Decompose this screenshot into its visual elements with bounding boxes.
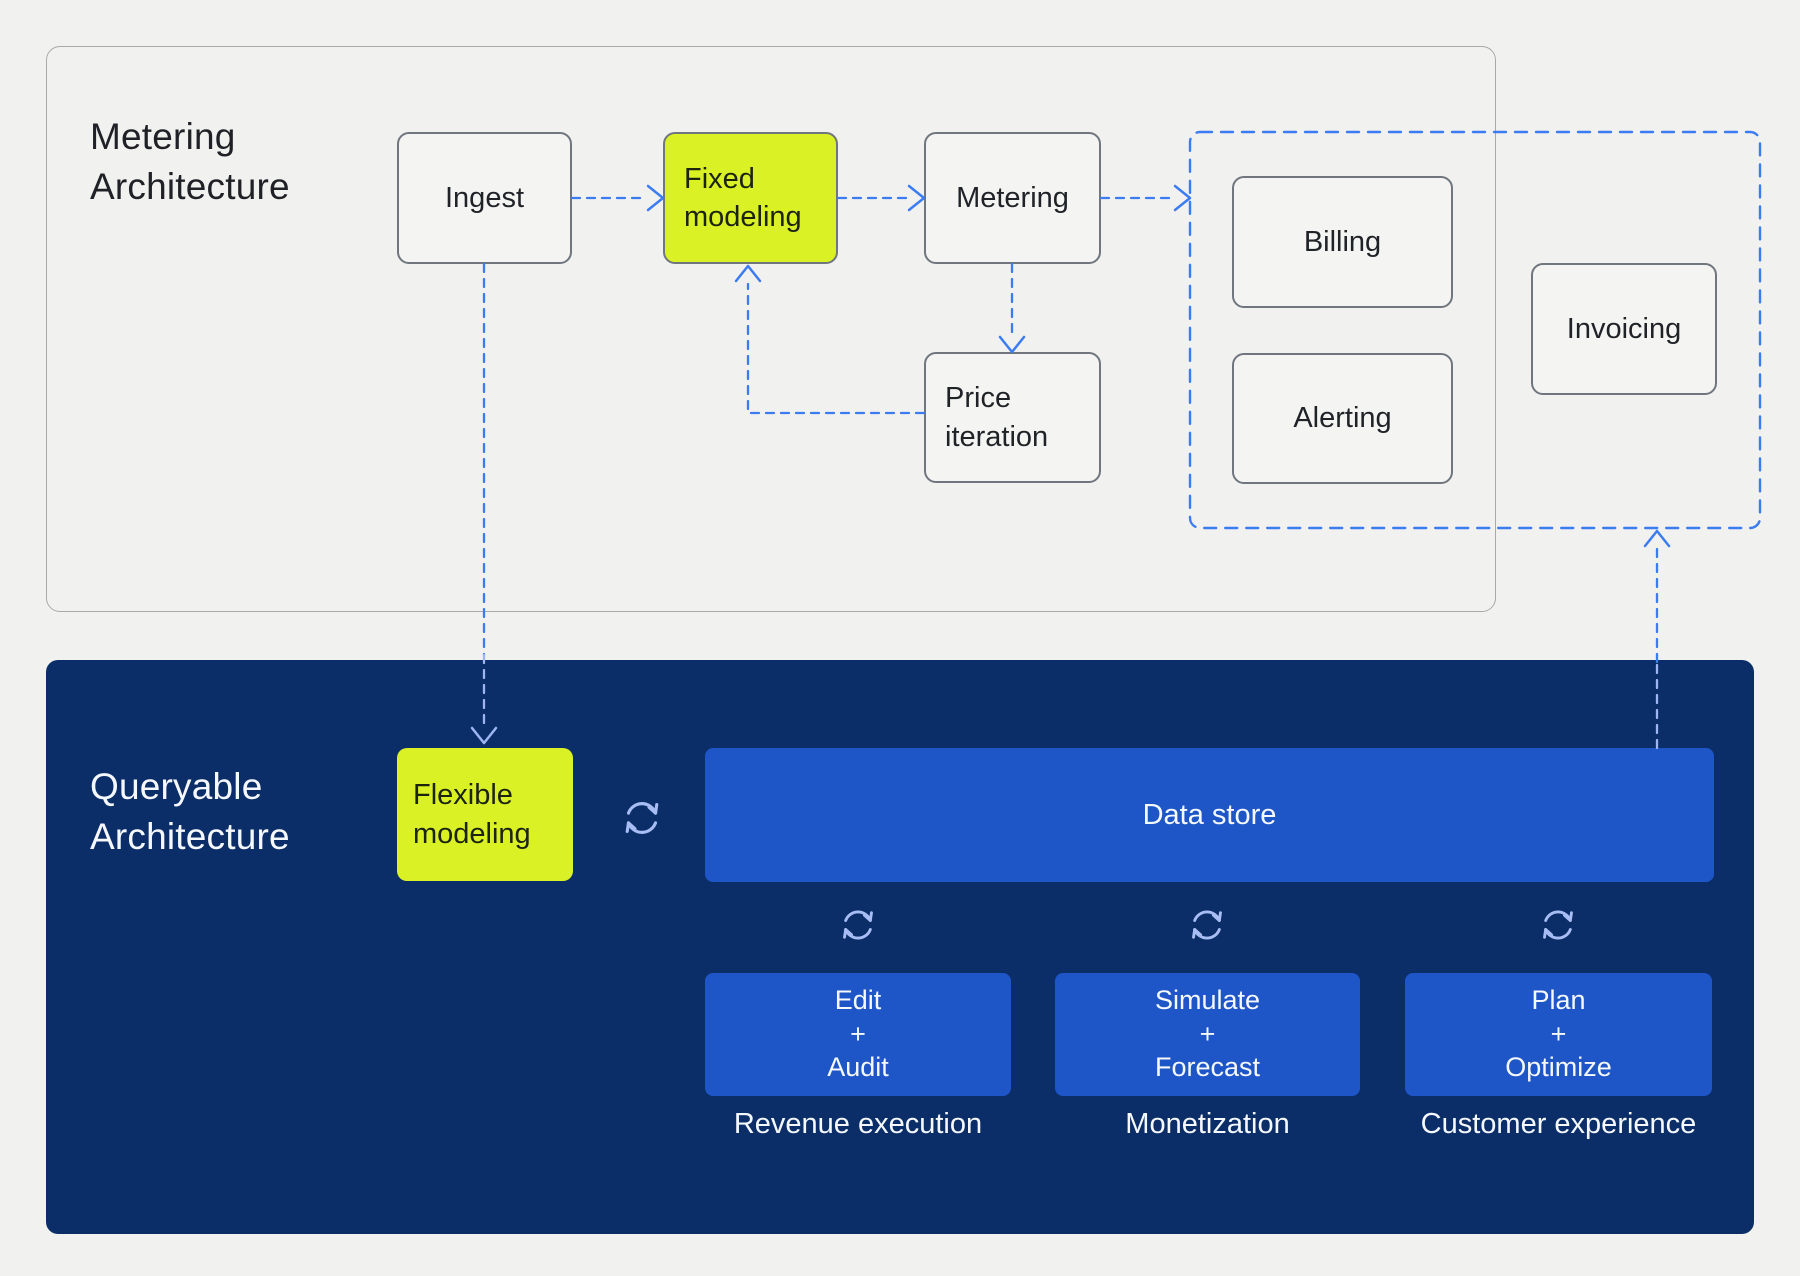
card-line: Plan bbox=[1531, 984, 1586, 1015]
node-flexible-modeling: Flexible modeling bbox=[397, 748, 573, 881]
node-price-iteration: Price iteration bbox=[924, 352, 1101, 483]
card-label-revenue-execution: Revenue execution bbox=[733, 1108, 983, 1140]
card-line: Audit bbox=[827, 1052, 889, 1083]
card-edit-audit: Edit + Audit bbox=[705, 973, 1011, 1096]
node-billing: Billing bbox=[1232, 176, 1453, 308]
sync-icon bbox=[837, 904, 879, 946]
node-ingest: Ingest bbox=[397, 132, 572, 264]
card-label-monetization: Monetization bbox=[1125, 1108, 1290, 1140]
card-line: Edit bbox=[834, 984, 882, 1015]
queryable-architecture-title: Queryable Architecture bbox=[90, 766, 290, 857]
node-invoicing: Invoicing bbox=[1531, 263, 1717, 395]
card-line: Forecast bbox=[1154, 1052, 1261, 1083]
card-line: Optimize bbox=[1505, 1052, 1612, 1083]
card-simulate-forecast: Simulate + Forecast bbox=[1055, 973, 1360, 1096]
node-fixed-modeling: Fixed modeling bbox=[663, 132, 838, 264]
queryable-architecture-panel bbox=[46, 660, 1754, 1234]
card-label-customer-experience: Customer experience bbox=[1420, 1108, 1697, 1140]
node-metering: Metering bbox=[924, 132, 1101, 264]
card-line: Simulate bbox=[1154, 984, 1261, 1015]
card-line: + bbox=[1199, 1018, 1216, 1049]
sync-icon bbox=[1537, 904, 1579, 946]
node-alerting: Alerting bbox=[1232, 353, 1453, 484]
card-line: + bbox=[850, 1018, 866, 1049]
card-line: + bbox=[1550, 1018, 1567, 1049]
sync-icon bbox=[1186, 904, 1228, 946]
metering-architecture-title: Metering Architecture bbox=[90, 116, 290, 207]
arrowhead-up bbox=[1643, 529, 1671, 548]
sync-icon bbox=[619, 795, 665, 841]
card-plan-optimize: Plan + Optimize bbox=[1405, 973, 1712, 1096]
data-store-bar: Data store bbox=[705, 748, 1714, 882]
